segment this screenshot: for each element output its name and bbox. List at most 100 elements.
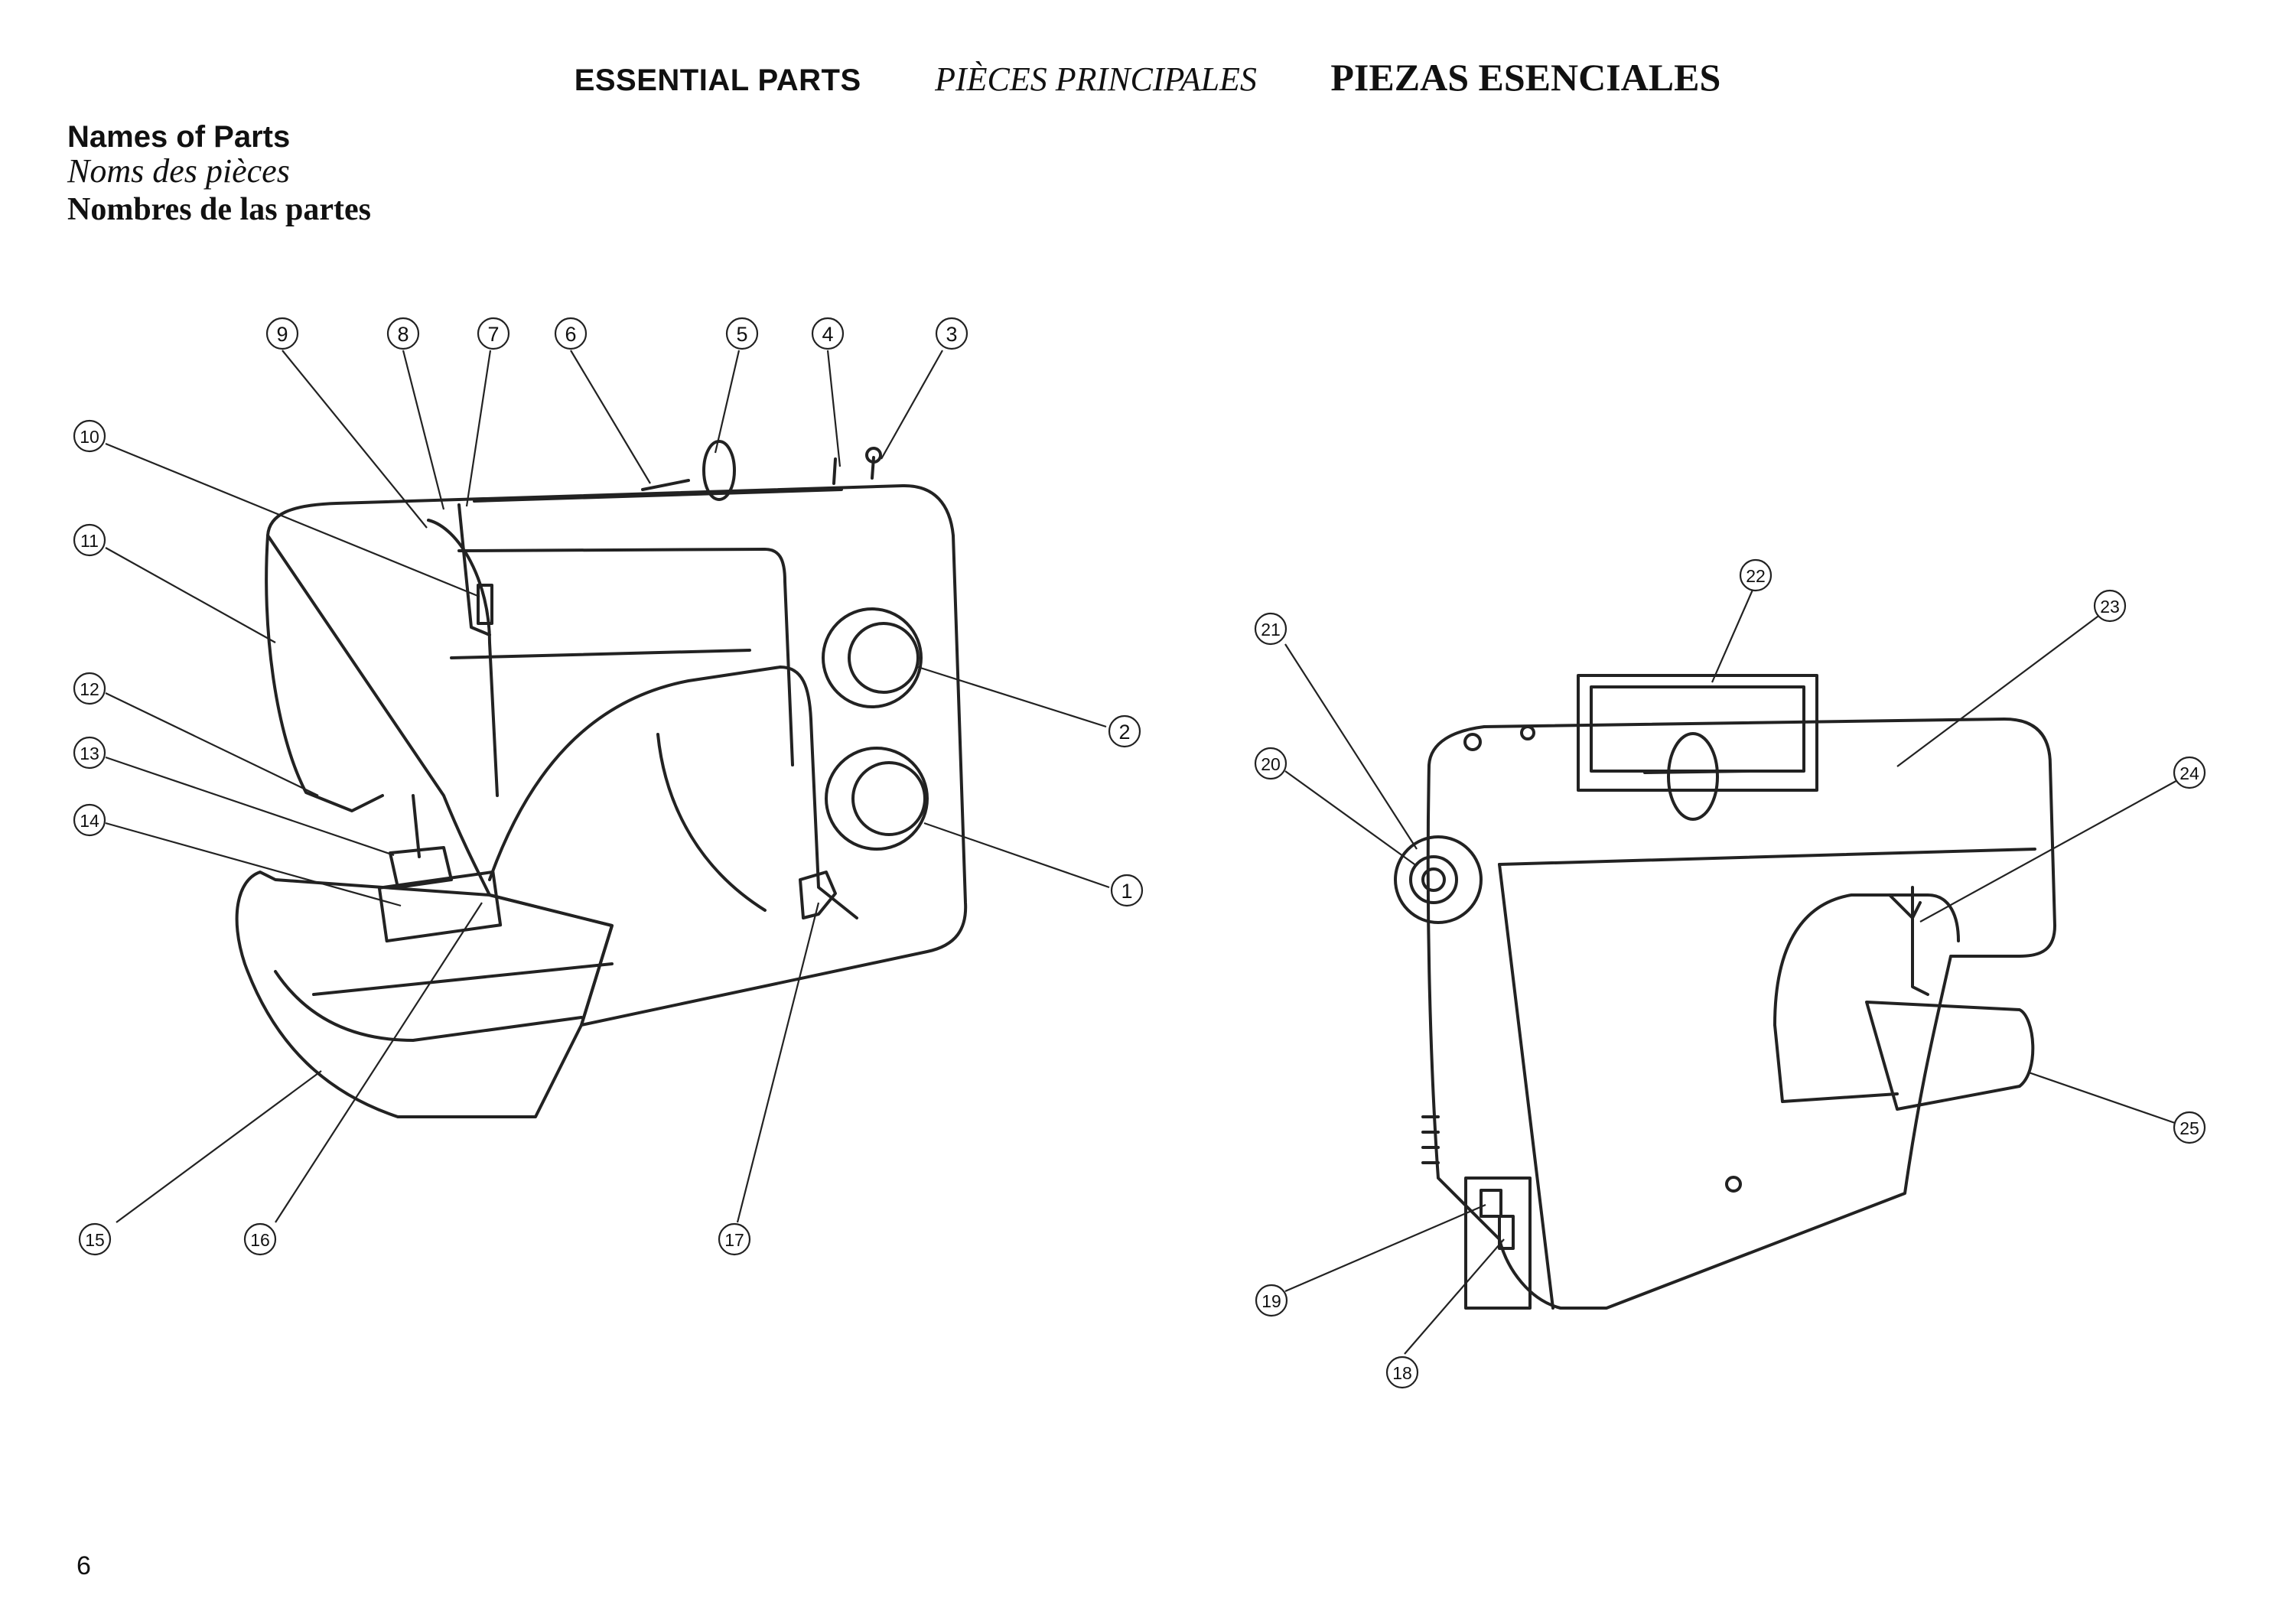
callout-number-6: 6	[565, 323, 576, 346]
callout-circle-25	[2173, 1111, 2206, 1144]
front-thread-guide	[457, 503, 491, 636]
back-handwheel-inner	[1421, 867, 1446, 892]
front-dial-lower-outer	[825, 747, 929, 851]
callout-circle-11	[73, 523, 106, 557]
back-handle	[1577, 674, 1818, 792]
callout-circle-21	[1254, 612, 1287, 646]
back-front-face	[1498, 863, 1554, 1310]
front-spool-pin	[641, 479, 690, 491]
back-handwheel-mid	[1409, 855, 1458, 904]
callout-circle-12	[73, 672, 106, 705]
callout-circle-8	[386, 317, 420, 350]
leader-18	[1404, 1238, 1505, 1355]
front-body-outline	[266, 483, 968, 1027]
front-needle-plate	[377, 870, 503, 943]
callout-circle-4	[811, 317, 845, 350]
leader-15	[116, 1070, 322, 1223]
back-thread-lever	[1888, 893, 1922, 919]
callout-numbers: 1 2 3 4 5 6 7 8 9 10 11 12 13 14 15 16 1…	[80, 323, 2199, 1383]
front-bed	[235, 871, 614, 1118]
callout-circle-18	[1385, 1356, 1419, 1389]
leader-21	[1284, 643, 1418, 850]
callout-number-17: 17	[724, 1230, 744, 1250]
callout-number-9: 9	[276, 323, 288, 346]
front-view-machine	[235, 440, 968, 1118]
leader-5	[714, 350, 741, 454]
back-arm-opening	[1773, 893, 1960, 1027]
back-cord-socket	[1498, 1215, 1515, 1250]
callout-circle-15	[78, 1222, 112, 1256]
callout-circle-24	[2173, 756, 2206, 789]
back-top-edge	[1498, 848, 2036, 866]
header-french: PIÈCES PRINCIPALES	[935, 60, 1257, 98]
page-header: ESSENTIAL PARTS PIÈCES PRINCIPALES PIEZA…	[0, 55, 2295, 99]
front-head-panel	[427, 519, 499, 797]
front-top-rail	[473, 488, 843, 503]
callout-number-12: 12	[80, 679, 99, 699]
leader-7	[465, 350, 492, 507]
leader-19	[1284, 1203, 1486, 1293]
callout-number-1: 1	[1121, 880, 1132, 903]
callouts	[73, 317, 2206, 1389]
callout-circle-19	[1255, 1284, 1288, 1317]
callout-number-16: 16	[250, 1230, 270, 1250]
callout-number-3: 3	[946, 323, 957, 346]
back-winder-cap-2	[1520, 725, 1535, 740]
back-power-socket	[1464, 1177, 1532, 1310]
callout-number-13: 13	[80, 744, 99, 763]
callout-number-19: 19	[1261, 1291, 1281, 1311]
back-bed	[1865, 1001, 2035, 1111]
leader-1	[923, 822, 1110, 889]
callout-number-2: 2	[1118, 721, 1130, 744]
front-needle-bar	[412, 794, 421, 858]
subtitle-english: Names of Parts	[67, 120, 291, 154]
callout-circle-1	[1110, 874, 1144, 907]
page-number: 6	[76, 1551, 91, 1580]
callout-number-8: 8	[397, 323, 409, 346]
subtitle-spanish: Nombres de las partes	[67, 192, 372, 227]
leader-20	[1284, 770, 1418, 867]
back-view-machine	[1394, 674, 2056, 1310]
leader-2	[917, 666, 1107, 728]
callout-circle-23	[2093, 589, 2127, 623]
callout-number-10: 10	[80, 427, 99, 447]
back-arm-inner	[1773, 1024, 1899, 1103]
leader-25	[2028, 1071, 2176, 1124]
callout-circle-9	[265, 317, 299, 350]
front-free-arm	[274, 970, 583, 1042]
callout-number-7: 7	[487, 323, 499, 346]
back-power-switch	[1480, 1189, 1502, 1218]
leader-22	[1711, 582, 1757, 683]
callout-number-4: 4	[822, 323, 833, 346]
front-reverse-lever	[799, 871, 837, 919]
callout-circle-20	[1254, 747, 1287, 780]
callout-circle-22	[1739, 558, 1773, 592]
leader-23	[1896, 611, 2105, 767]
callout-number-24: 24	[2179, 763, 2199, 783]
back-handle-inner	[1590, 685, 1805, 773]
back-handwheel-outer	[1394, 835, 1483, 924]
callout-number-23: 23	[2100, 597, 2120, 617]
callout-number-14: 14	[80, 811, 99, 831]
front-head-side	[265, 534, 384, 812]
back-winder-cap-1	[1463, 733, 1482, 751]
callout-circle-6	[554, 317, 588, 350]
callout-circle-3	[935, 317, 968, 350]
leader-11	[105, 547, 276, 643]
front-arm-opening	[488, 666, 858, 919]
leader-14	[105, 822, 402, 907]
leader-12	[105, 692, 319, 796]
leader-13	[105, 756, 395, 857]
header-english: ESSENTIAL PARTS	[574, 63, 861, 97]
callout-circle-13	[73, 736, 106, 770]
front-winder-cap	[865, 447, 882, 464]
front-tension-lever	[477, 584, 493, 625]
callout-circle-5	[725, 317, 759, 350]
back-spool-pin	[1643, 770, 1753, 774]
callout-circle-2	[1108, 714, 1141, 748]
back-vents	[1421, 1115, 1440, 1164]
callout-circle-7	[477, 317, 510, 350]
callout-number-15: 15	[85, 1230, 105, 1250]
back-spool	[1667, 732, 1719, 821]
leader-17	[736, 902, 820, 1223]
